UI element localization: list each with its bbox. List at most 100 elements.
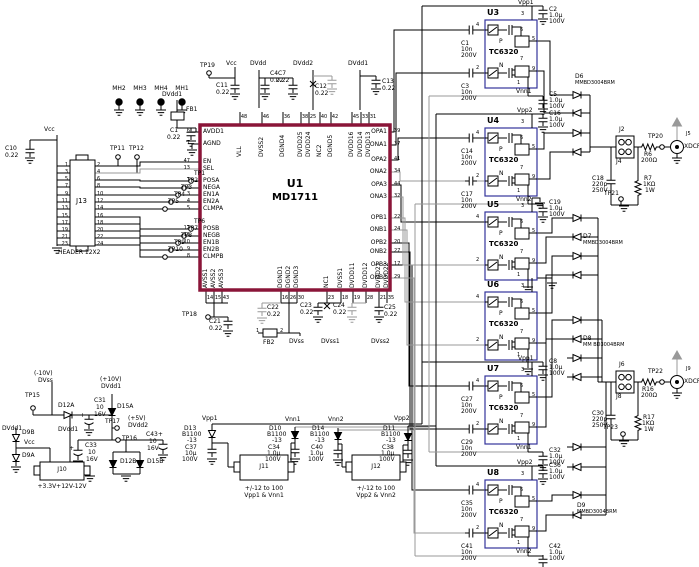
- u1-part: MD1711: [271, 192, 319, 203]
- j13-c10-0: C10: [5, 145, 17, 152]
- outputs-1-conn: XDCR: [684, 378, 699, 385]
- test_points-8: TP9: [174, 239, 186, 246]
- hv_supply-groups-3-d-2: -13: [386, 437, 396, 444]
- drivers-5-pins-5: 5: [532, 496, 536, 502]
- drivers-1-cap_a-0: C14: [461, 148, 473, 155]
- hv_supply-groups-0-c-2: 100V: [182, 456, 198, 463]
- j13-wiring: [24, 135, 200, 258]
- drivers-5-pins-3: 1: [517, 540, 521, 546]
- drivers-4-pins-0: 4: [476, 378, 480, 384]
- hv_supply-groups-1-d-0: D10: [269, 425, 282, 432]
- u1-pins_right-0: OPA1: [371, 128, 387, 135]
- drivers-2-part: TC6320: [489, 240, 519, 248]
- j13-nums_right-11: 24: [97, 241, 104, 247]
- drivers-4-pins-7: 9: [532, 422, 536, 428]
- drivers-5-pins-6: 7: [520, 517, 524, 523]
- drivers-4-pins-2: 3: [521, 367, 525, 373]
- u1-pins_left-10: NEGB: [203, 232, 221, 239]
- outputs-0-cap-2: 250V: [592, 187, 608, 194]
- drivers-4-cap_a-1: 10n: [461, 402, 473, 409]
- power_input-c31-2: 16V: [94, 411, 106, 418]
- outputs-1-cap-0: C30: [592, 410, 604, 417]
- decoupling_bottom-1: 0.22: [209, 325, 223, 332]
- j13-nums_left-9: 19: [61, 227, 68, 233]
- drivers-2-fet_n: N: [499, 254, 504, 261]
- u1-pins_right-3: ONA2: [369, 168, 387, 175]
- u1-pins_left-3: SEL: [203, 165, 214, 172]
- drivers-0-ctop-0: C2: [549, 6, 558, 13]
- drivers-5-ctop-0: C36: [549, 462, 561, 469]
- drivers-5-cap_b-0: C41: [461, 543, 473, 550]
- drivers-2-ref: U5: [487, 200, 500, 209]
- power_input-neg10-0: (-10V): [34, 370, 53, 377]
- j13-nums_right-1: 4: [97, 169, 101, 175]
- drivers-0-cbot-0: C5: [549, 91, 558, 98]
- drivers-4-ctop-1: 1.0µ: [549, 364, 563, 371]
- hv_supply-groups-1-c-1: 1.0µ: [267, 450, 281, 457]
- j13-c10-1: 0.22: [5, 152, 19, 159]
- mounting_holes-3: MH1: [175, 85, 189, 92]
- power_input-c33-2: 16V: [86, 456, 98, 463]
- u1-pins_bottom-1: AVSS2: [210, 268, 217, 288]
- decoupling_bottom-3: 0.22: [267, 311, 281, 318]
- j13-nums_right-9: 20: [97, 227, 104, 233]
- decoupling_bottom-10: DVss1: [321, 338, 340, 345]
- drivers-3-pins-5: 5: [532, 308, 536, 314]
- drivers-0-pins-5: 5: [532, 36, 536, 42]
- hv_supply-groups-2-c-1: 1.0µ: [310, 450, 324, 457]
- drivers-4-pins-4: 6: [520, 383, 524, 389]
- u1-nums_left-2: 47: [183, 158, 190, 164]
- outputs-1-jtop: J6: [619, 361, 625, 368]
- decoupling_top-3: DVdd: [250, 60, 267, 67]
- drivers-3-part: TC6320: [489, 320, 519, 328]
- test_points-13: TP16: [122, 435, 137, 442]
- u1-nums_top-4: 25: [309, 114, 317, 120]
- decoupling_top-12: C13: [382, 78, 394, 85]
- drivers-0-fet_p: P: [499, 38, 503, 45]
- j13-nums_left-5: 11: [61, 198, 68, 204]
- power_input-pos5-1: DVdd2: [128, 422, 149, 429]
- j13-nums_left-6: 13: [61, 205, 68, 211]
- u1-pins_bottom-10: DVDD21: [375, 262, 382, 289]
- drivers-4-pins-1: 2: [476, 421, 480, 427]
- decoupling_bottom-15: DVss2: [371, 338, 390, 345]
- hv_supply-j12-ref: J12: [371, 463, 381, 470]
- output-wires: [390, 29, 485, 534]
- drivers-4-pins-3: 1: [517, 436, 521, 442]
- decoupling_top-13: 0.22: [382, 85, 396, 92]
- drivers-4-cap_b-2: 200V: [461, 451, 477, 458]
- decoupling_top-5: 0.22: [270, 77, 284, 84]
- test_points-19: TP22: [648, 368, 663, 375]
- u1-nums_bottom-7: 18: [341, 295, 349, 301]
- drivers-5-cap_a-0: C35: [461, 500, 473, 507]
- drivers-2-pins-3: 1: [517, 272, 521, 278]
- drivers-0-pins-4: 6: [520, 27, 524, 33]
- drivers-0-cap_a-0: C1: [461, 40, 470, 47]
- j13-nums_right-7: 16: [97, 213, 104, 219]
- u1-nums_left-10: 11: [183, 232, 190, 238]
- drivers-1-fet_p: P: [499, 146, 503, 153]
- drivers-0-cap_b-0: C3: [461, 83, 470, 90]
- u1-nums_right-3: 34: [394, 168, 401, 174]
- test_points-1: TP2: [187, 177, 199, 184]
- drivers-5-pins-7: 9: [532, 526, 536, 532]
- j13-nums_right-6: 14: [97, 205, 104, 211]
- test_points-14: TP17: [105, 418, 120, 425]
- decoupling_bottom-14: 0.22: [384, 311, 398, 318]
- hv_supply-groups-0-d-2: -13: [187, 437, 197, 444]
- decoupling_top-4: C4: [270, 70, 279, 77]
- drivers-4-pins-5: 5: [532, 392, 536, 398]
- u1-nums_right-0: 39: [394, 128, 401, 134]
- test_points-0: TP1: [194, 170, 206, 177]
- u1-nums_left-6: 3: [186, 191, 190, 197]
- drivers-0-pins-7: 9: [532, 66, 536, 72]
- u1-ref: U1: [286, 177, 304, 190]
- power_input-dvdd1_mid: DVdd1: [58, 426, 79, 433]
- u1-pins_left-7: EN2A: [203, 198, 220, 205]
- hv_supply-groups-0-c-1: 10µ: [185, 450, 197, 457]
- decoupling_bottom-6: FB2: [263, 339, 275, 346]
- u1-pins_left-11: EN1B: [203, 239, 220, 246]
- drivers-5-ctop-2: 100V: [549, 474, 565, 481]
- drivers-0-pins-2: 3: [521, 11, 525, 17]
